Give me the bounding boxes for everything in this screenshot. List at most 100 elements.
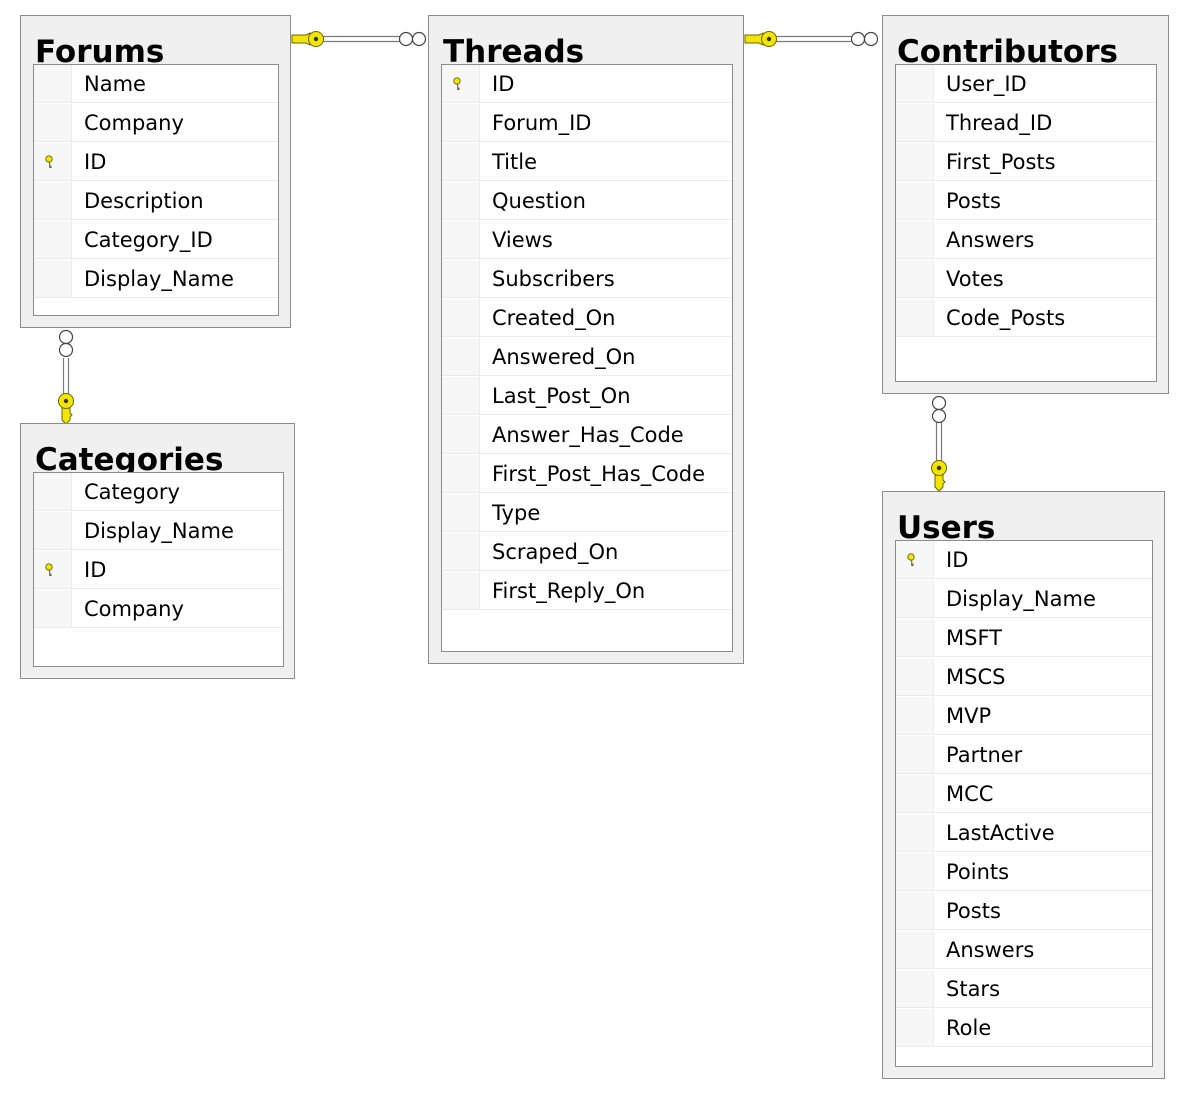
column-row[interactable]: Title [442, 143, 732, 181]
row-selector[interactable] [896, 775, 934, 812]
column-row[interactable]: Views [442, 221, 732, 259]
row-selector[interactable] [34, 473, 72, 510]
row-selector[interactable] [896, 143, 934, 180]
row-selector[interactable] [442, 260, 480, 297]
relationship-users-contributors[interactable] [935, 422, 943, 462]
row-selector[interactable] [896, 697, 934, 734]
column-row[interactable]: Scraped_On [442, 533, 732, 571]
column-row[interactable]: ID [34, 551, 283, 589]
row-selector[interactable] [896, 65, 934, 102]
row-selector[interactable] [442, 104, 480, 141]
row-selector[interactable] [896, 736, 934, 773]
column-row[interactable]: Answers [896, 931, 1152, 969]
column-row[interactable]: LastActive [896, 814, 1152, 852]
row-selector[interactable] [896, 580, 934, 617]
column-row[interactable]: MSFT [896, 619, 1152, 657]
column-row[interactable]: Company [34, 104, 278, 142]
row-selector[interactable] [896, 892, 934, 929]
column-row[interactable]: Role [896, 1009, 1152, 1047]
column-row[interactable]: Display_Name [34, 512, 283, 550]
column-row[interactable]: Name [34, 65, 278, 103]
row-selector[interactable] [896, 541, 934, 578]
row-selector[interactable] [896, 970, 934, 1007]
column-row[interactable]: ID [34, 143, 278, 181]
row-selector[interactable] [442, 182, 480, 219]
row-selector[interactable] [442, 533, 480, 570]
column-row[interactable]: Partner [896, 736, 1152, 774]
column-row[interactable]: MCC [896, 775, 1152, 813]
column-row[interactable]: Answered_On [442, 338, 732, 376]
row-selector[interactable] [34, 260, 72, 297]
column-row[interactable]: Company [34, 590, 283, 628]
column-row[interactable]: Category_ID [34, 221, 278, 259]
column-row[interactable]: User_ID [896, 65, 1156, 103]
row-selector[interactable] [34, 551, 72, 588]
row-selector[interactable] [442, 455, 480, 492]
row-selector[interactable] [896, 182, 934, 219]
column-row[interactable]: MSCS [896, 658, 1152, 696]
column-row[interactable]: Forum_ID [442, 104, 732, 142]
row-selector[interactable] [34, 104, 72, 141]
row-selector[interactable] [34, 182, 72, 219]
column-row[interactable]: Question [442, 182, 732, 220]
row-selector[interactable] [896, 221, 934, 258]
row-selector[interactable] [34, 512, 72, 549]
column-name: Name [84, 72, 146, 96]
row-selector[interactable] [896, 299, 934, 336]
column-row[interactable]: Stars [896, 970, 1152, 1008]
column-row[interactable]: Display_Name [896, 580, 1152, 618]
column-row[interactable]: Posts [896, 182, 1156, 220]
column-row[interactable]: Code_Posts [896, 299, 1156, 337]
row-selector[interactable] [442, 377, 480, 414]
column-row[interactable]: ID [442, 65, 732, 103]
row-selector[interactable] [442, 221, 480, 258]
column-row[interactable]: Answers [896, 221, 1156, 259]
row-selector[interactable] [34, 590, 72, 627]
column-row[interactable]: MVP [896, 697, 1152, 735]
column-row[interactable]: First_Reply_On [442, 572, 732, 610]
row-selector[interactable] [896, 104, 934, 141]
column-row[interactable]: Last_Post_On [442, 377, 732, 415]
column-row[interactable]: Points [896, 853, 1152, 891]
row-selector[interactable] [442, 416, 480, 453]
column-row[interactable]: First_Posts [896, 143, 1156, 181]
row-selector[interactable] [896, 1009, 934, 1046]
row-selector[interactable] [896, 853, 934, 890]
column-row[interactable]: Created_On [442, 299, 732, 337]
row-selector[interactable] [896, 619, 934, 656]
row-selector[interactable] [34, 143, 72, 180]
row-selector[interactable] [442, 299, 480, 336]
column-row[interactable]: Thread_ID [896, 104, 1156, 142]
row-selector[interactable] [896, 260, 934, 297]
column-row[interactable]: Description [34, 182, 278, 220]
row-selector[interactable] [896, 931, 934, 968]
row-selector[interactable] [442, 572, 480, 609]
column-row[interactable]: Type [442, 494, 732, 532]
column-row[interactable]: Display_Name [34, 260, 278, 298]
row-selector[interactable] [34, 65, 72, 102]
column-name: ID [84, 558, 107, 582]
row-selector[interactable] [442, 65, 480, 102]
relationship-forums-threads[interactable] [320, 35, 400, 43]
row-selector[interactable] [442, 494, 480, 531]
column-row[interactable]: ID [896, 541, 1152, 579]
column-row[interactable]: Posts [896, 892, 1152, 930]
column-row[interactable]: First_Post_Has_Code [442, 455, 732, 493]
column-name: ID [492, 72, 515, 96]
row-selector[interactable] [442, 338, 480, 375]
row-selector[interactable] [896, 658, 934, 695]
column-row[interactable]: Answer_Has_Code [442, 416, 732, 454]
column-row[interactable]: Votes [896, 260, 1156, 298]
column-row[interactable]: Subscribers [442, 260, 732, 298]
row-selector[interactable] [896, 814, 934, 851]
row-selector[interactable] [34, 221, 72, 258]
column-row[interactable]: Category [34, 473, 283, 511]
row-selector[interactable] [442, 143, 480, 180]
relationship-categories-forums[interactable] [62, 358, 70, 394]
relationship-threads-contributors[interactable] [774, 35, 852, 43]
